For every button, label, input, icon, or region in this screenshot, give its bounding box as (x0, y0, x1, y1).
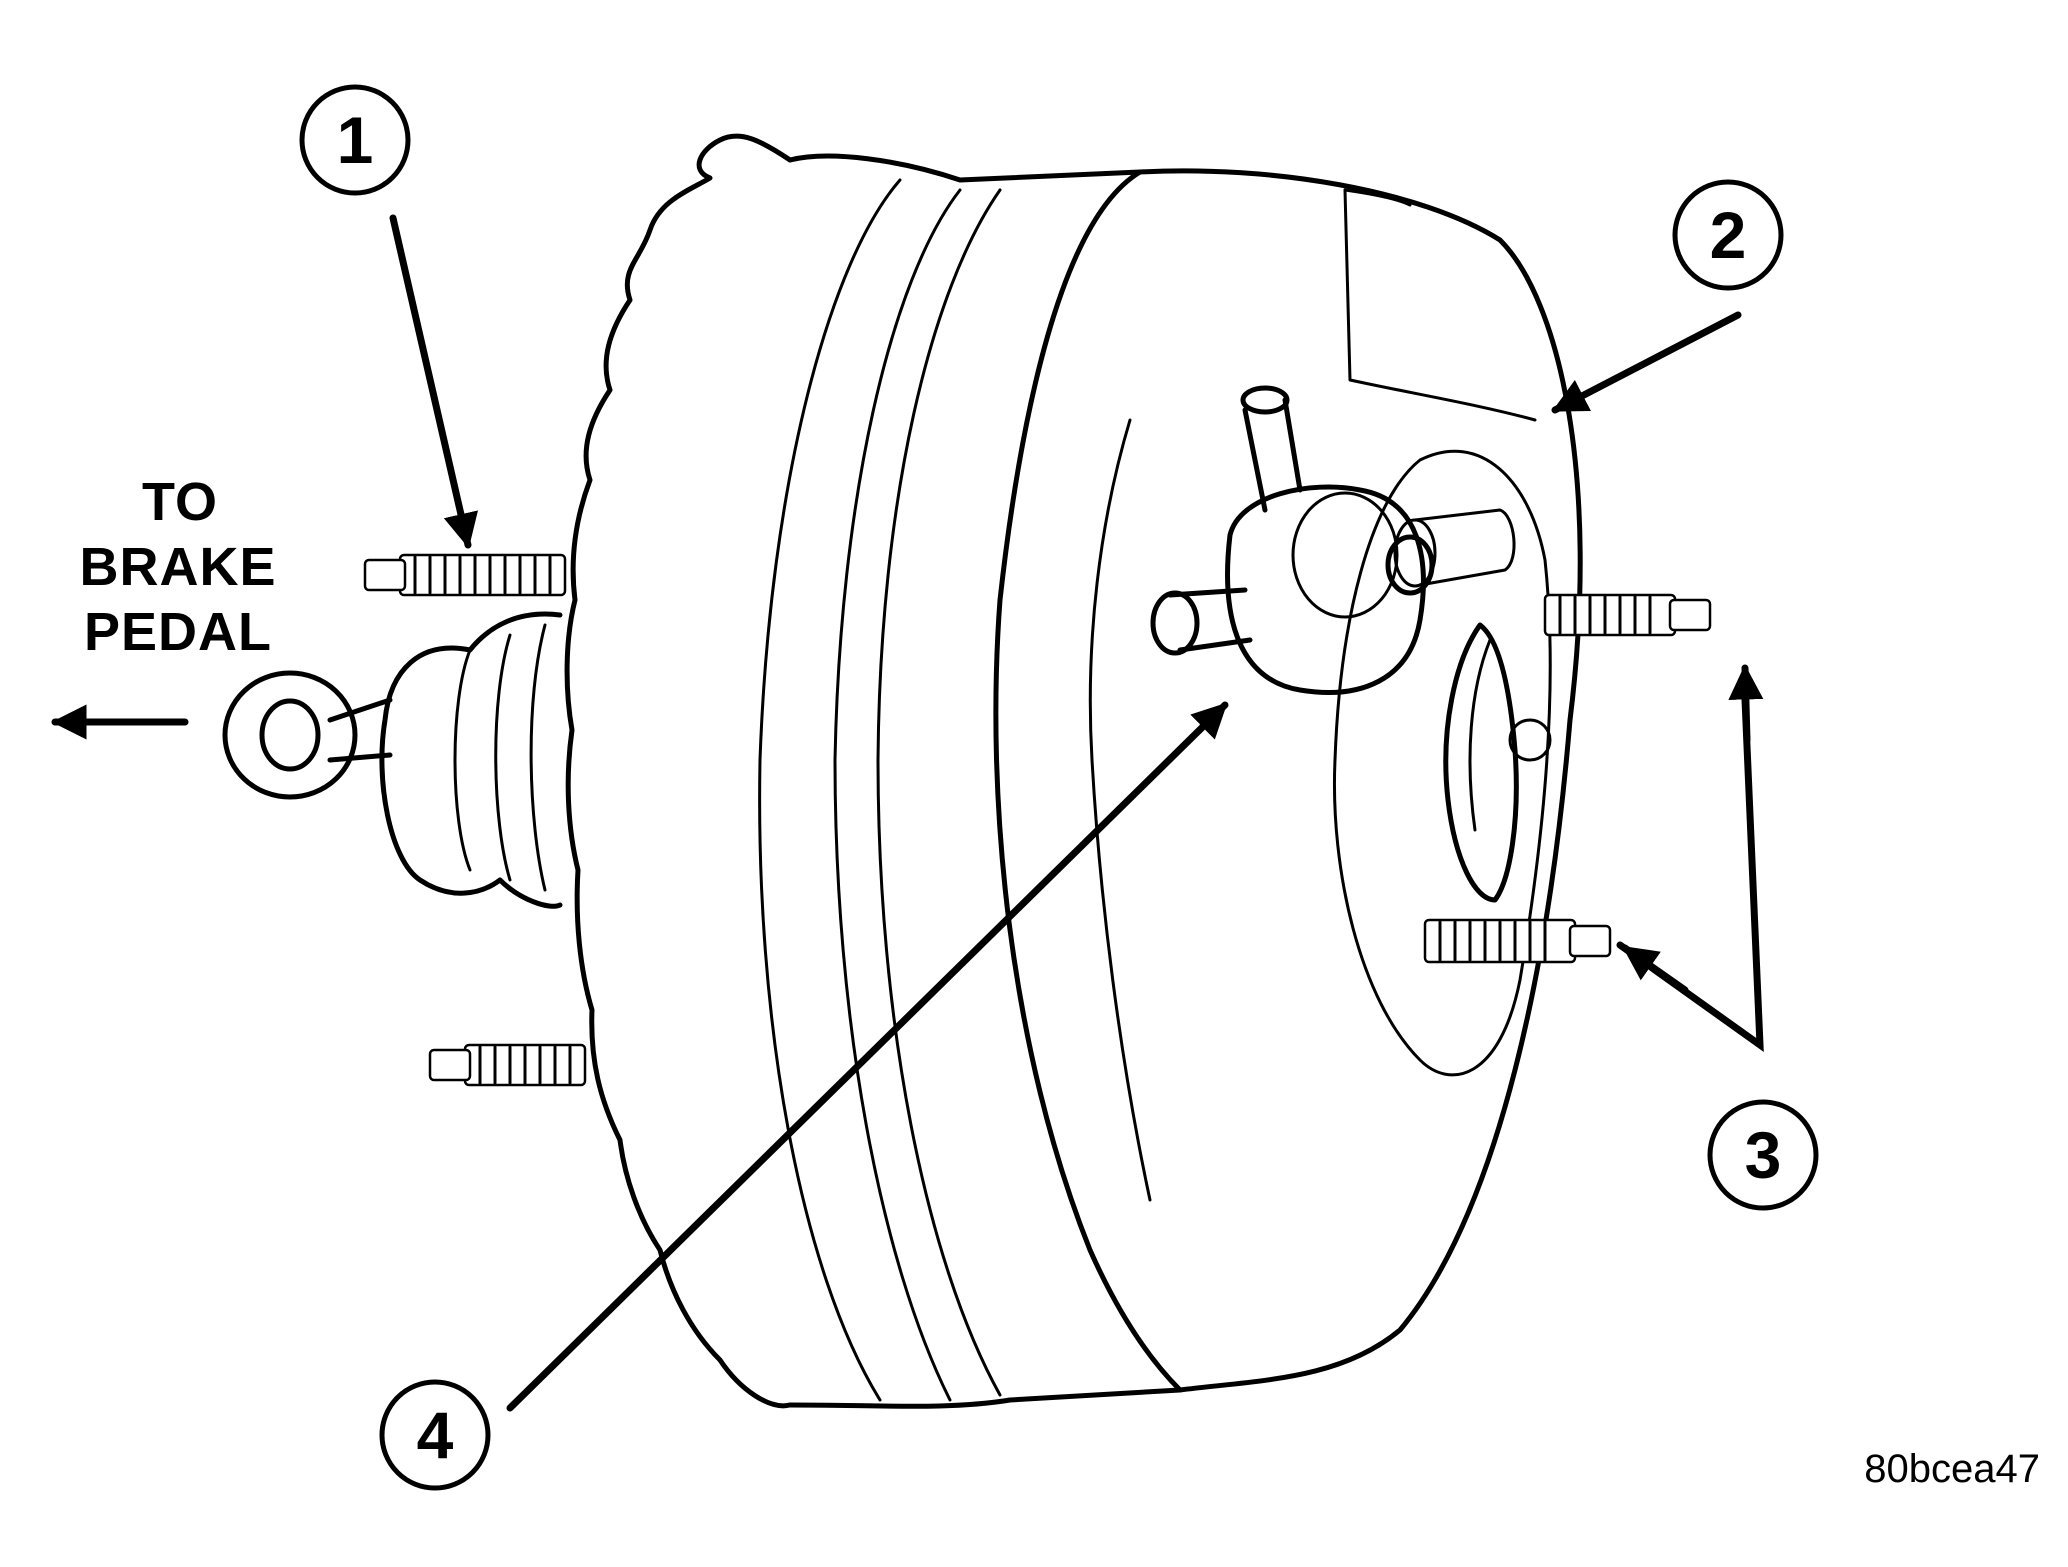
boot-fold-1 (453, 648, 472, 872)
check-valve (1150, 385, 1426, 695)
callout-1-number: 1 (337, 103, 374, 177)
shell-seam-1 (758, 178, 902, 1402)
leader-3 (1616, 696, 1764, 1053)
leader-3a (1621, 944, 1689, 994)
boot-fold-2 (494, 633, 512, 882)
boot-fold-3 (529, 623, 547, 892)
callout-4: 4 (379, 1379, 491, 1491)
vacuum-nipple-left (1167, 587, 1253, 653)
leader-3b (1728, 664, 1764, 744)
thread-lines-4 (1438, 920, 1547, 962)
vacuum-nipple-top-end (1240, 385, 1290, 415)
thread-lines-3 (1558, 595, 1652, 635)
callout-4-number: 4 (417, 1398, 454, 1472)
studs (363, 553, 1712, 1087)
vacuum-nipple-left-end (1150, 590, 1200, 656)
callout-3-number: 3 (1745, 1118, 1782, 1192)
figure-id: 80bcea47 (1864, 1447, 2040, 1491)
rear-stud-upper (363, 553, 567, 597)
check-valve-boss (1291, 491, 1399, 619)
direction-label: TO BRAKE PEDAL (79, 472, 276, 662)
rubber-boot (379, 611, 563, 909)
direction-label-line2: BRAKE (79, 537, 276, 597)
vacuum-nipple-top (1242, 397, 1303, 513)
leader-2 (1551, 311, 1742, 414)
pilot-tab (1508, 718, 1552, 762)
front-face-inner (1088, 418, 1152, 1202)
front-face (993, 169, 1183, 1393)
check-valve-body (1225, 484, 1426, 695)
callout-1: 1 (299, 84, 411, 196)
rear-stud-lower (428, 1043, 587, 1087)
pilot-opening-inner (1468, 638, 1492, 832)
leaders (51, 214, 1764, 1412)
clevis-stem (327, 697, 393, 763)
thread-lines-1 (413, 555, 552, 595)
clevis-hole (259, 698, 321, 772)
leader-4 (506, 701, 1229, 1412)
callout-3: 3 (1707, 1099, 1819, 1211)
shell-seam-3 (876, 188, 1002, 1397)
front-shell-rim (787, 153, 1583, 1409)
leader-1 (389, 214, 479, 549)
label-plate (1343, 188, 1537, 422)
input-rod-assembly (222, 611, 563, 909)
pushrod (1413, 508, 1516, 587)
shell-seam-2 (833, 188, 962, 1402)
thread-lines-2 (478, 1045, 572, 1085)
direction-label-line1: TO (142, 472, 218, 532)
booster-housing (564, 133, 1583, 1409)
pushrod-end (1393, 518, 1437, 588)
pushrod-nut (1385, 534, 1435, 596)
pilot-opening (1443, 622, 1519, 903)
front-stud-upper (1543, 593, 1712, 637)
label-plate-top (1343, 188, 1412, 207)
face-boss (1333, 449, 1552, 1077)
clevis-eye (222, 670, 358, 800)
callout-2-number: 2 (1710, 198, 1747, 272)
rear-shell-outline (564, 133, 793, 1409)
direction-label-line3: PEDAL (84, 602, 272, 662)
callout-2: 2 (1672, 179, 1784, 291)
front-stud-lower (1423, 918, 1612, 964)
